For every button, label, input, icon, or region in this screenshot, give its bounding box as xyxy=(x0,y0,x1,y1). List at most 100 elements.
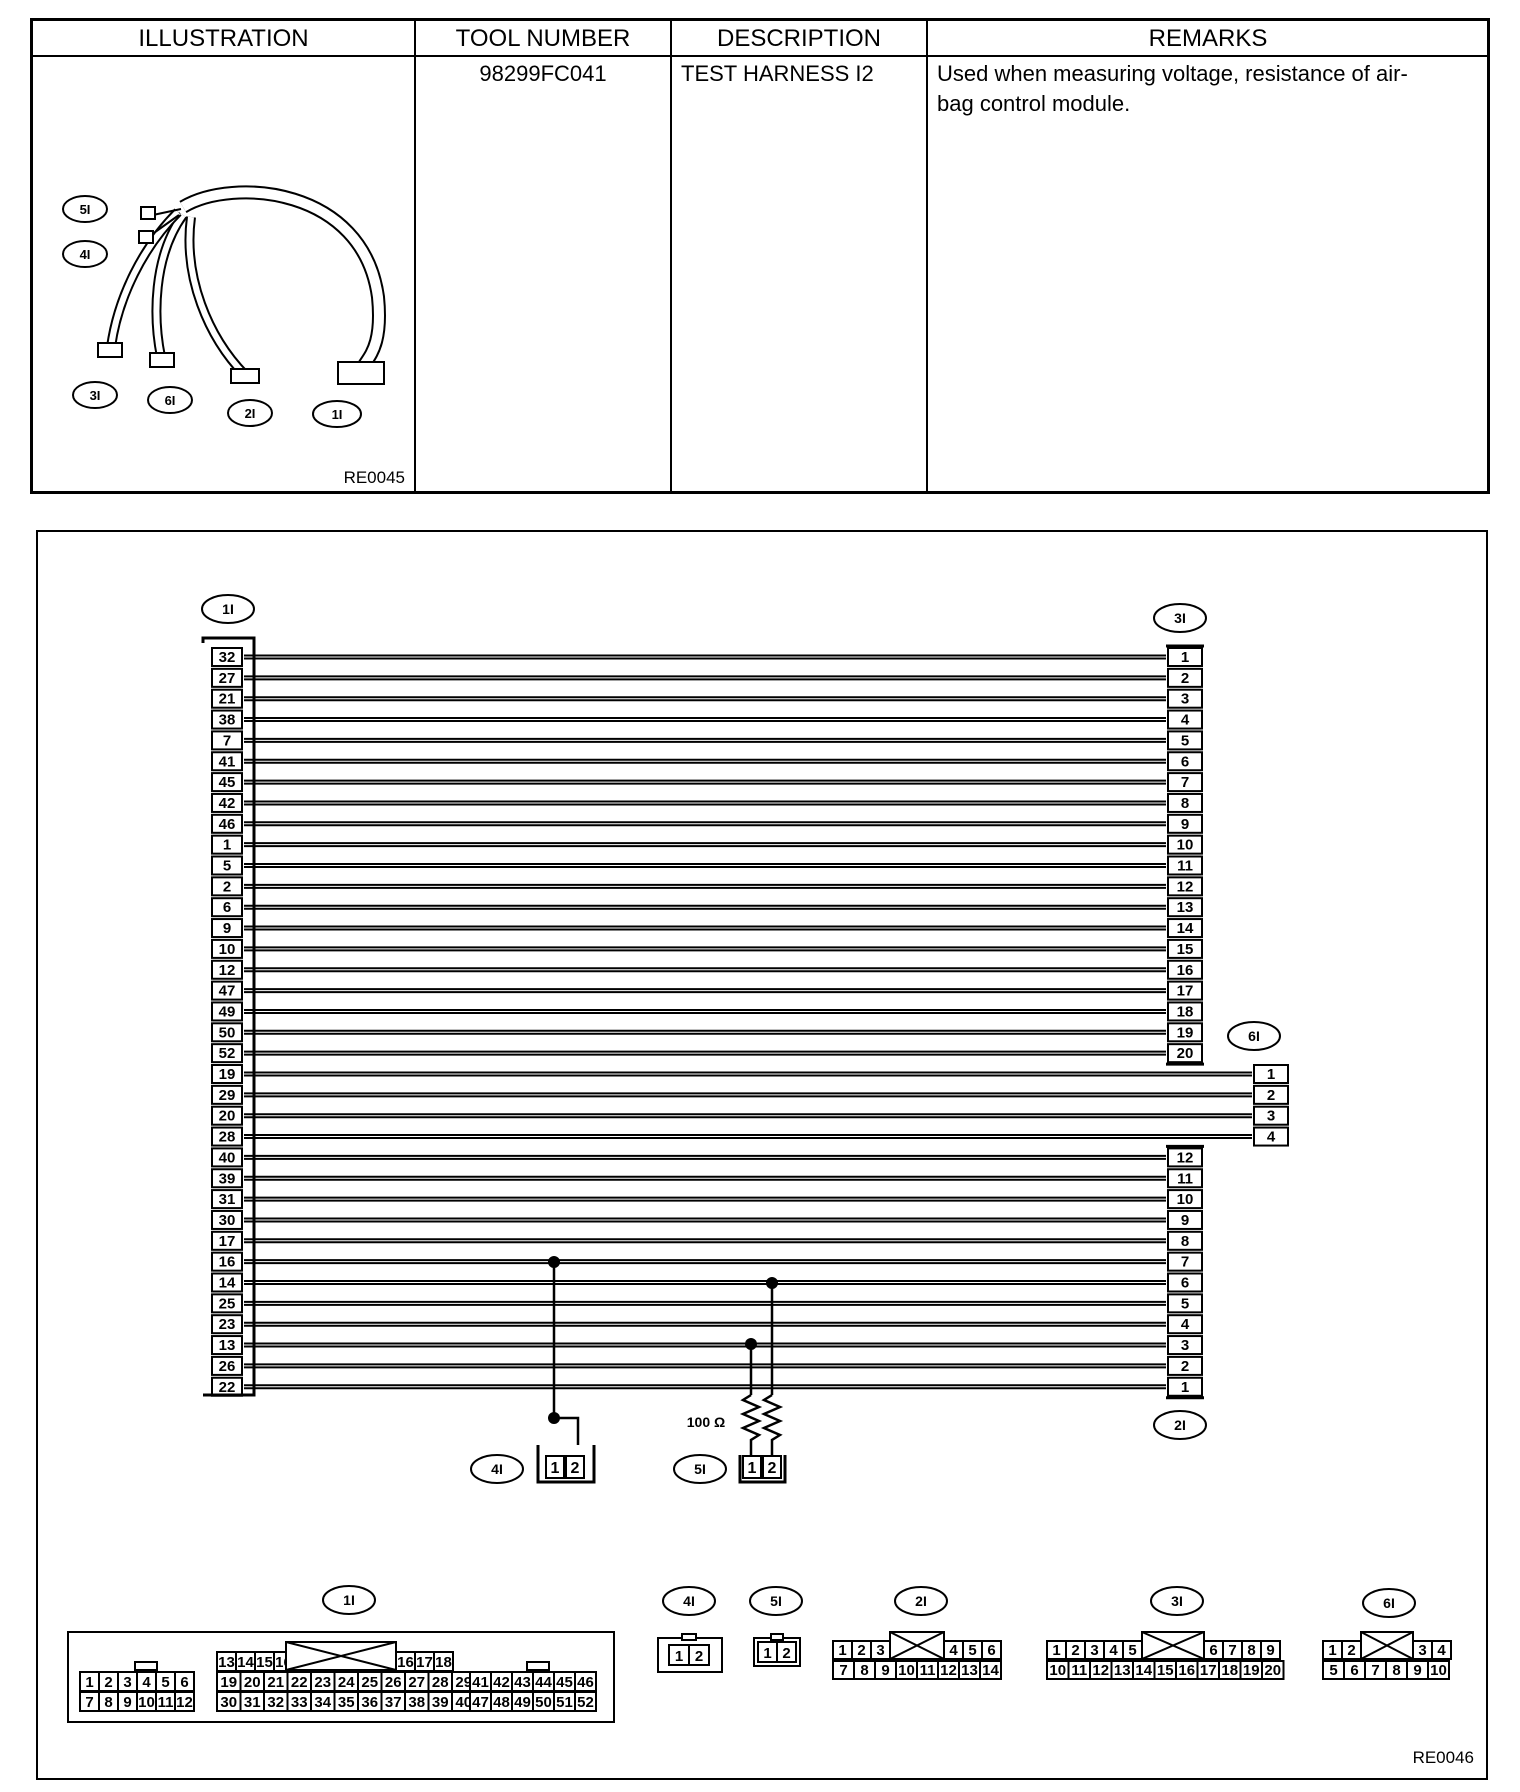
face-1i-key-cross xyxy=(285,1641,397,1671)
face-1i-pin-b-17: 17 xyxy=(416,1654,433,1671)
face-1i-pin-10: 10 xyxy=(138,1694,155,1711)
pin-3i-8-box xyxy=(1167,792,1203,813)
connector-5i xyxy=(738,1455,787,1484)
column-divider xyxy=(414,21,416,491)
pin-1i-9: 9 xyxy=(223,920,231,937)
pin-1i-38: 38 xyxy=(219,712,236,729)
face-1i-pin-31: 31 xyxy=(244,1694,261,1711)
illus-label-5i: 5I xyxy=(80,202,91,217)
pin-3i-3: 3 xyxy=(1181,691,1189,708)
pin-1i-26-box xyxy=(211,1355,243,1376)
label-connector-2i: 2I xyxy=(1174,1417,1186,1433)
pin-1i-6: 6 xyxy=(223,899,231,916)
face-1i-pin-27: 27 xyxy=(408,1674,425,1691)
face-3i-pin-8: 8 xyxy=(1247,1642,1255,1659)
face-3i-pin-b-17: 17 xyxy=(1200,1662,1217,1679)
face-label-5i: 5I xyxy=(770,1593,782,1609)
face-2i-pin-b-12: 12 xyxy=(940,1662,957,1679)
label-connector-1i: 1I xyxy=(222,601,234,617)
pin-3i-12-box xyxy=(1167,876,1203,897)
column-divider xyxy=(670,21,672,491)
pin-2i-3-box xyxy=(1167,1335,1203,1356)
pin-1i-12: 12 xyxy=(219,962,236,979)
face-1i-pin-40: 40 xyxy=(455,1694,472,1711)
illus-label-1i: 1I xyxy=(332,407,343,422)
pin-2i-2: 2 xyxy=(1181,1358,1189,1375)
header-description: DESCRIPTION xyxy=(716,25,881,52)
pin-1i-25: 25 xyxy=(219,1295,236,1312)
face-2i-pin-2: 2 xyxy=(857,1642,865,1659)
pin-3i-3-box xyxy=(1167,688,1203,709)
pin-6i-2-box xyxy=(1253,1084,1289,1105)
pin-1i-10: 10 xyxy=(219,941,236,958)
pin-1i-16: 16 xyxy=(219,1254,236,1271)
face-6i-pin-b-9: 9 xyxy=(1413,1662,1421,1679)
connector-2i-shape xyxy=(230,368,260,384)
face-1i-pin-8: 8 xyxy=(104,1694,112,1711)
face-1i-pin-45: 45 xyxy=(556,1674,573,1691)
pin-1i-20: 20 xyxy=(219,1108,236,1125)
face-6i-pin-3: 3 xyxy=(1418,1642,1426,1659)
face-6i-key-cross xyxy=(1360,1631,1414,1660)
face-1i-pin-43: 43 xyxy=(514,1674,531,1691)
face-3i-pin-b-19: 19 xyxy=(1243,1662,1260,1679)
face-1i-pin-7: 7 xyxy=(85,1694,93,1711)
pin-6i-4: 4 xyxy=(1267,1129,1276,1146)
junction-dot xyxy=(548,1412,560,1424)
pin-6i-2: 2 xyxy=(1267,1087,1275,1104)
face-3i-pin-9: 9 xyxy=(1266,1642,1274,1659)
face-1i-pin-33: 33 xyxy=(291,1694,308,1711)
junction-dot xyxy=(548,1256,560,1268)
test-harness-illustration: 5I 4I 3I 6I 2I 1I RE0045 xyxy=(62,185,405,487)
face-1i-pin-32: 32 xyxy=(267,1694,284,1711)
connector-3i-shape xyxy=(97,342,123,358)
connector-1i-housing xyxy=(201,636,256,1397)
connector-1i-pins: 3227213874145424615269101247495052192920… xyxy=(211,647,243,1397)
tool-description: TEST HARNESS I2 xyxy=(681,61,874,86)
illus-label-2i: 2I xyxy=(245,406,256,421)
pin-1i-49: 49 xyxy=(219,1003,236,1020)
face-1i-pin-41: 41 xyxy=(472,1674,489,1691)
pin-1i-10-box xyxy=(211,938,243,959)
pin-1i-26: 26 xyxy=(219,1358,236,1375)
pin-3i-19: 19 xyxy=(1177,1024,1194,1041)
pin-6i-3: 3 xyxy=(1267,1108,1275,1125)
face-5i-pin-2: 2 xyxy=(782,1645,790,1662)
face-2i-pin-4: 4 xyxy=(949,1642,958,1659)
face-3i-key-cross xyxy=(1141,1631,1205,1660)
pin-3i-5-box xyxy=(1167,730,1203,751)
face-1i-pin-5: 5 xyxy=(161,1674,169,1691)
pin-4i-2: 2 xyxy=(571,1460,580,1477)
face-1i-pin-52: 52 xyxy=(577,1694,594,1711)
connector-faces: 1314151617181617181234561920212223242526… xyxy=(67,1631,1452,1723)
face-2i-pin-b-10: 10 xyxy=(898,1662,915,1679)
connector-6i-shape xyxy=(149,352,175,368)
connector-3i-housing xyxy=(1166,644,1204,1066)
pin-1i-45-box xyxy=(211,772,243,793)
pin-3i-9-box xyxy=(1167,813,1203,834)
pin-1i-27: 27 xyxy=(219,670,236,687)
pin-1i-52-box xyxy=(211,1043,243,1064)
pin-2i-12: 12 xyxy=(1177,1149,1194,1166)
face-1i-pin-36: 36 xyxy=(361,1694,378,1711)
face-3i-pin-b-10: 10 xyxy=(1049,1662,1066,1679)
face-1i-pin-19: 19 xyxy=(220,1674,237,1691)
face-1i-pin-12-box xyxy=(174,1691,195,1712)
pin-3i-1-box xyxy=(1167,647,1203,667)
pin-1i-17: 17 xyxy=(219,1233,236,1250)
pin-4i-1: 1 xyxy=(551,1460,560,1477)
face-1i-pin-48: 48 xyxy=(493,1694,510,1711)
face-2i-pin-1: 1 xyxy=(838,1642,846,1659)
pin-1i-38-box xyxy=(211,709,243,730)
pin-1i-13-box xyxy=(211,1335,243,1356)
face-6i-pin-4: 4 xyxy=(1437,1642,1446,1659)
pin-1i-47-box xyxy=(211,980,243,1001)
pin-3i-13: 13 xyxy=(1177,899,1194,916)
pin-3i-6: 6 xyxy=(1181,753,1189,770)
pin-1i-23: 23 xyxy=(219,1316,236,1333)
face-1i-pin-25: 25 xyxy=(361,1674,378,1691)
pin-3i-6-box xyxy=(1167,751,1203,772)
pin-2i-1-box xyxy=(1167,1376,1203,1397)
